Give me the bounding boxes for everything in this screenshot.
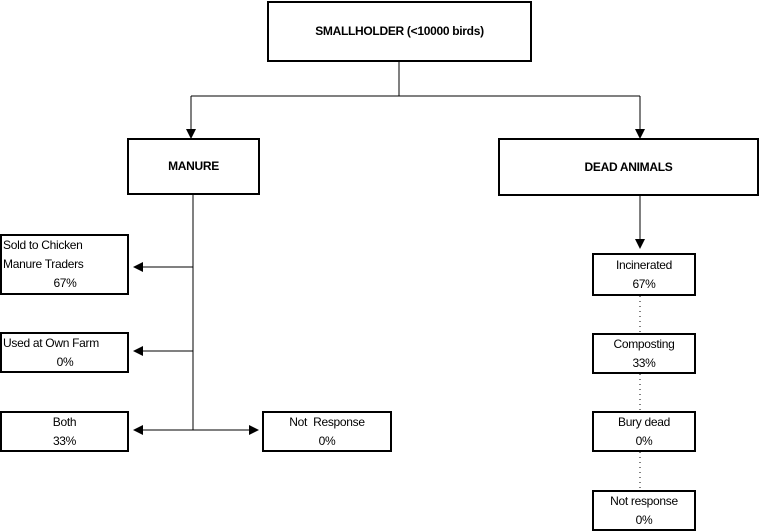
not-response-manure-label: Not Response: [289, 414, 365, 429]
incinerated-label: Incinerated: [615, 257, 673, 272]
manure-label: MANURE: [168, 159, 219, 173]
bury-dead-label: Bury dead: [617, 414, 670, 429]
not-response-dead-box: Not response 0%: [592, 490, 696, 531]
incinerated-pct: 67%: [632, 276, 656, 291]
manure-box: MANURE: [127, 138, 260, 195]
sold-to-traders-pct: 67%: [53, 276, 77, 290]
both-pct: 33%: [52, 433, 77, 448]
not-response-dead-label: Not response: [610, 493, 678, 508]
composting-label: Composting: [613, 336, 675, 351]
own-farm-pct: 0%: [56, 354, 74, 369]
both-box: Both 33%: [0, 411, 129, 452]
composting-box: Composting 33%: [592, 333, 696, 374]
not-response-manure-box: Not Response 0%: [262, 411, 392, 452]
sold-to-traders-line2: Manure Traders: [3, 257, 84, 271]
not-response-dead-pct: 0%: [635, 512, 653, 527]
bury-dead-box: Bury dead 0%: [592, 411, 696, 452]
smallholder-box: SMALLHOLDER (<10000 birds): [267, 1, 532, 62]
bury-dead-pct: 0%: [635, 433, 653, 448]
sold-to-traders-box: Sold to Chicken Manure Traders 67%: [0, 234, 129, 295]
sold-to-traders-line1: Sold to Chicken: [3, 238, 83, 252]
composting-pct: 33%: [632, 355, 656, 370]
smallholder-label: SMALLHOLDER (<10000 birds): [315, 24, 484, 38]
both-label: Both: [52, 414, 77, 429]
not-response-manure-pct: 0%: [318, 433, 336, 448]
incinerated-box: Incinerated 67%: [592, 253, 696, 296]
dead-animals-label: DEAD ANIMALS: [584, 159, 673, 174]
dead-animals-box: DEAD ANIMALS: [498, 138, 759, 196]
own-farm-box: Used at Own Farm 0%: [0, 332, 129, 373]
own-farm-label: Used at Own Farm: [3, 335, 99, 350]
